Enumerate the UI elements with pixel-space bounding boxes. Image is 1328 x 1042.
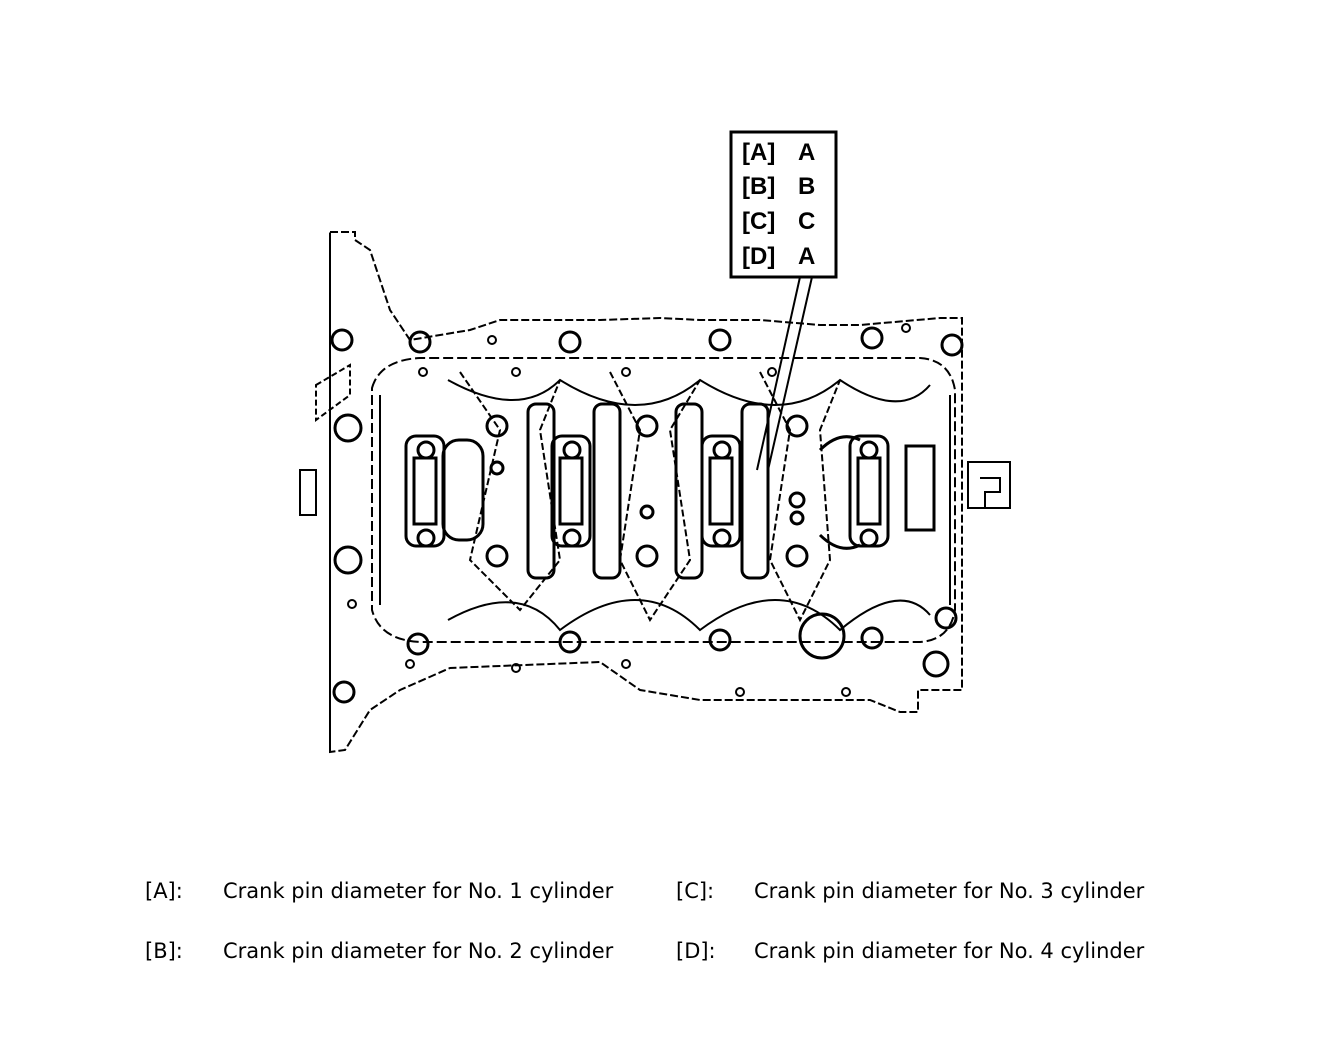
stamp-value-c: C bbox=[798, 208, 815, 235]
stamp-key-b: [B] bbox=[742, 173, 775, 200]
stamp-value-b: B bbox=[798, 173, 815, 200]
stamp-key-a: [A] bbox=[742, 139, 775, 166]
engine-block-outline bbox=[299, 231, 1011, 754]
stamp-value-a: A bbox=[798, 139, 815, 166]
stamp-value-d: A bbox=[798, 243, 815, 270]
small-holes bbox=[347, 323, 911, 697]
crank-pin-2 bbox=[526, 402, 622, 580]
stamp-key-d: [D] bbox=[742, 243, 775, 270]
crank-pin-3 bbox=[674, 402, 770, 580]
callout-stamp: [A] A [B] B [C] C [D] A bbox=[729, 130, 838, 471]
bolts bbox=[330, 326, 964, 704]
stamp-key-c: [C] bbox=[742, 208, 775, 235]
main-bearing-webs bbox=[447, 371, 931, 632]
